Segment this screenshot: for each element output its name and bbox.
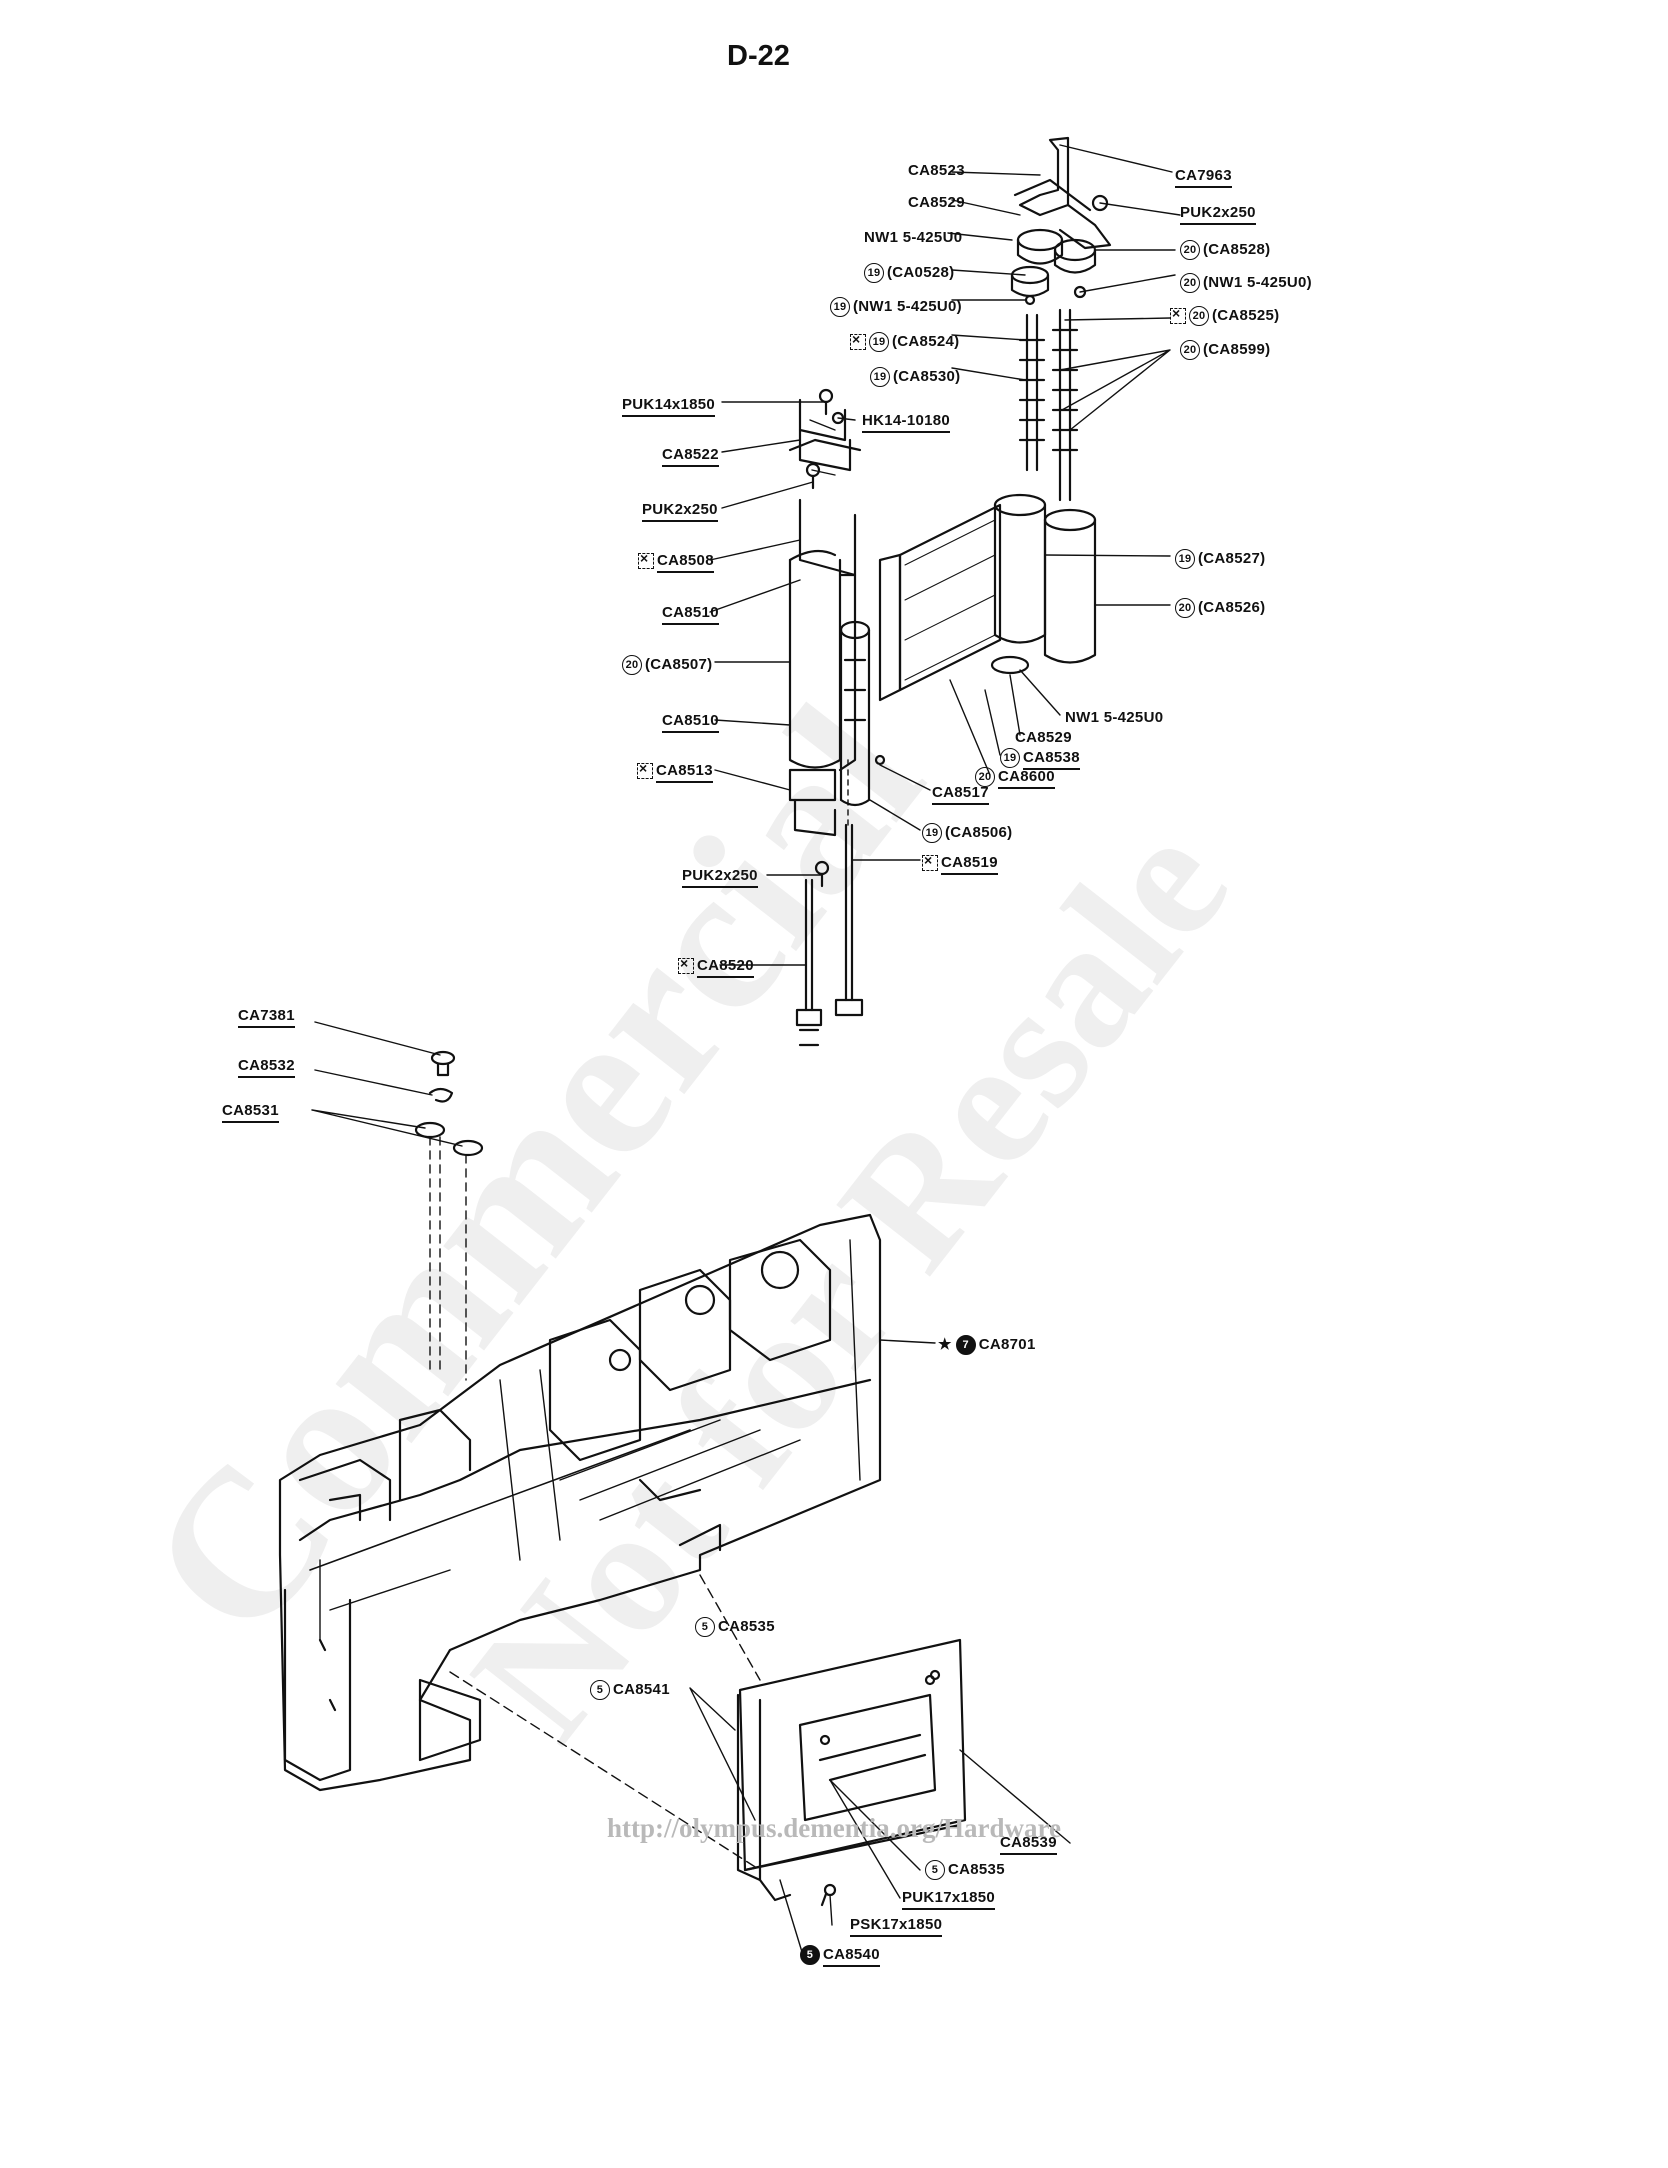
marker-19-icon: 19 xyxy=(864,263,884,283)
label-puk14x1850: PUK14x1850 xyxy=(622,396,716,417)
marker-19-icon: 19 xyxy=(869,332,889,352)
marker-19-icon: 19 xyxy=(870,367,890,387)
marker-5-icon: 5 xyxy=(925,1860,945,1880)
circuit-plate xyxy=(878,503,1002,702)
label-puk17x1850: PUK17x1850 xyxy=(902,1889,996,1910)
dashed-box-icon xyxy=(922,853,938,872)
label-ca8510-a: CA8510 xyxy=(662,604,719,625)
marker-5-icon: 5 xyxy=(695,1617,715,1637)
label-ca8517: CA8517 xyxy=(932,784,989,805)
label-ca7381: CA7381 xyxy=(238,1007,295,1028)
small-parts-ca7381-ca8532-ca8531 xyxy=(414,1050,484,1381)
bottom-plate-ca8539 xyxy=(736,1638,967,1902)
label-ca8599: 20(CA8599) xyxy=(1180,340,1270,360)
label-ca7963: CA7963 xyxy=(1175,167,1232,188)
page-number: D-22 xyxy=(727,40,790,72)
label-nw15-19: 19(NW1 5-425U0) xyxy=(830,297,962,317)
marker-20-icon: 20 xyxy=(975,767,995,787)
dashed-box-icon xyxy=(637,761,653,780)
cylinders-ca8527-ca8526 xyxy=(990,493,1097,675)
marker-20-icon: 20 xyxy=(1189,306,1209,326)
label-hk14-10180: HK14-10180 xyxy=(862,412,951,433)
label-ca8513: CA8513 xyxy=(637,761,713,783)
label-ca8525: 20(CA8525) xyxy=(1170,306,1279,326)
label-ca8532: CA8532 xyxy=(238,1057,295,1078)
label-ca8527: 19(CA8527) xyxy=(1175,549,1265,569)
label-ca8520: CA8520 xyxy=(678,956,754,978)
spring-shafts xyxy=(1018,308,1079,502)
label-psk17x1850: PSK17x1850 xyxy=(850,1916,943,1937)
label-nw15-b: NW1 5-425U0 xyxy=(1065,709,1164,726)
label-ca8528: 20(CA8528) xyxy=(1180,240,1270,260)
marker-7-icon: 7 xyxy=(955,1335,976,1355)
marker-20-icon: 20 xyxy=(1180,273,1200,293)
label-ca0528: 19(CA0528) xyxy=(864,263,954,283)
label-ca8523: CA8523 xyxy=(908,162,965,179)
gears-top xyxy=(1010,144,1173,306)
marker-20-icon: 20 xyxy=(1180,240,1200,260)
marker-19-icon: 19 xyxy=(922,823,942,843)
label-nw15-20: 20(NW1 5-425U0) xyxy=(1180,273,1312,293)
dashed-box-icon xyxy=(850,332,866,350)
marker-5-icon: 5 xyxy=(800,1945,820,1965)
label-nw15-a: NW1 5-425U0 xyxy=(864,229,963,246)
leader-lines-upper xyxy=(709,171,1181,966)
label-ca8530: 19(CA8530) xyxy=(870,367,960,387)
label-ca8531: CA8531 xyxy=(222,1102,279,1123)
label-ca8529-b: CA8529 xyxy=(1015,729,1072,746)
marker-20-icon: 20 xyxy=(1180,340,1200,360)
mounting-lines xyxy=(449,1574,761,1871)
footer-url: http://olympus.dementia.org/Hardware xyxy=(607,1813,1061,1843)
dashed-box-icon xyxy=(1170,306,1186,324)
marker-20-icon: 20 xyxy=(1175,598,1195,618)
left-column-assembly xyxy=(788,398,871,837)
label-ca8529-top: CA8529 xyxy=(908,194,965,211)
star-icon: ★ xyxy=(938,1335,952,1353)
leader-lines-lower xyxy=(311,1021,1071,1953)
label-puk2x250-top: PUK2x250 xyxy=(1180,204,1256,225)
label-ca8508: CA8508 xyxy=(638,551,714,573)
marker-19-icon: 19 xyxy=(830,297,850,317)
label-puk2x250-low: PUK2x250 xyxy=(682,867,758,888)
marker-19-icon: 19 xyxy=(1175,549,1195,569)
label-puk2x250-mid: PUK2x250 xyxy=(642,501,718,522)
marker-20-icon: 20 xyxy=(622,655,642,675)
pins-ca8519-ca8520 xyxy=(795,759,864,1047)
label-ca8524: 19(CA8524) xyxy=(850,332,959,352)
label-ca8519: CA8519 xyxy=(922,853,998,875)
camera-body-ca8701 xyxy=(278,1213,882,1792)
label-ca8522: CA8522 xyxy=(662,446,719,467)
label-ca8506: 19(CA8506) xyxy=(922,823,1012,843)
marker-5-icon: 5 xyxy=(590,1680,610,1700)
dashed-box-icon xyxy=(678,956,694,975)
lower-screws xyxy=(820,1674,936,1907)
marker-19-icon: 19 xyxy=(1000,748,1020,768)
dashed-box-icon xyxy=(638,551,654,570)
label-ca8526: 20(CA8526) xyxy=(1175,598,1265,618)
label-ca8507: 20(CA8507) xyxy=(622,655,712,675)
label-ca8539: CA8539 xyxy=(1000,1834,1057,1855)
bracket-ca8523 xyxy=(1013,136,1112,250)
label-ca8510-b: CA8510 xyxy=(662,712,719,733)
